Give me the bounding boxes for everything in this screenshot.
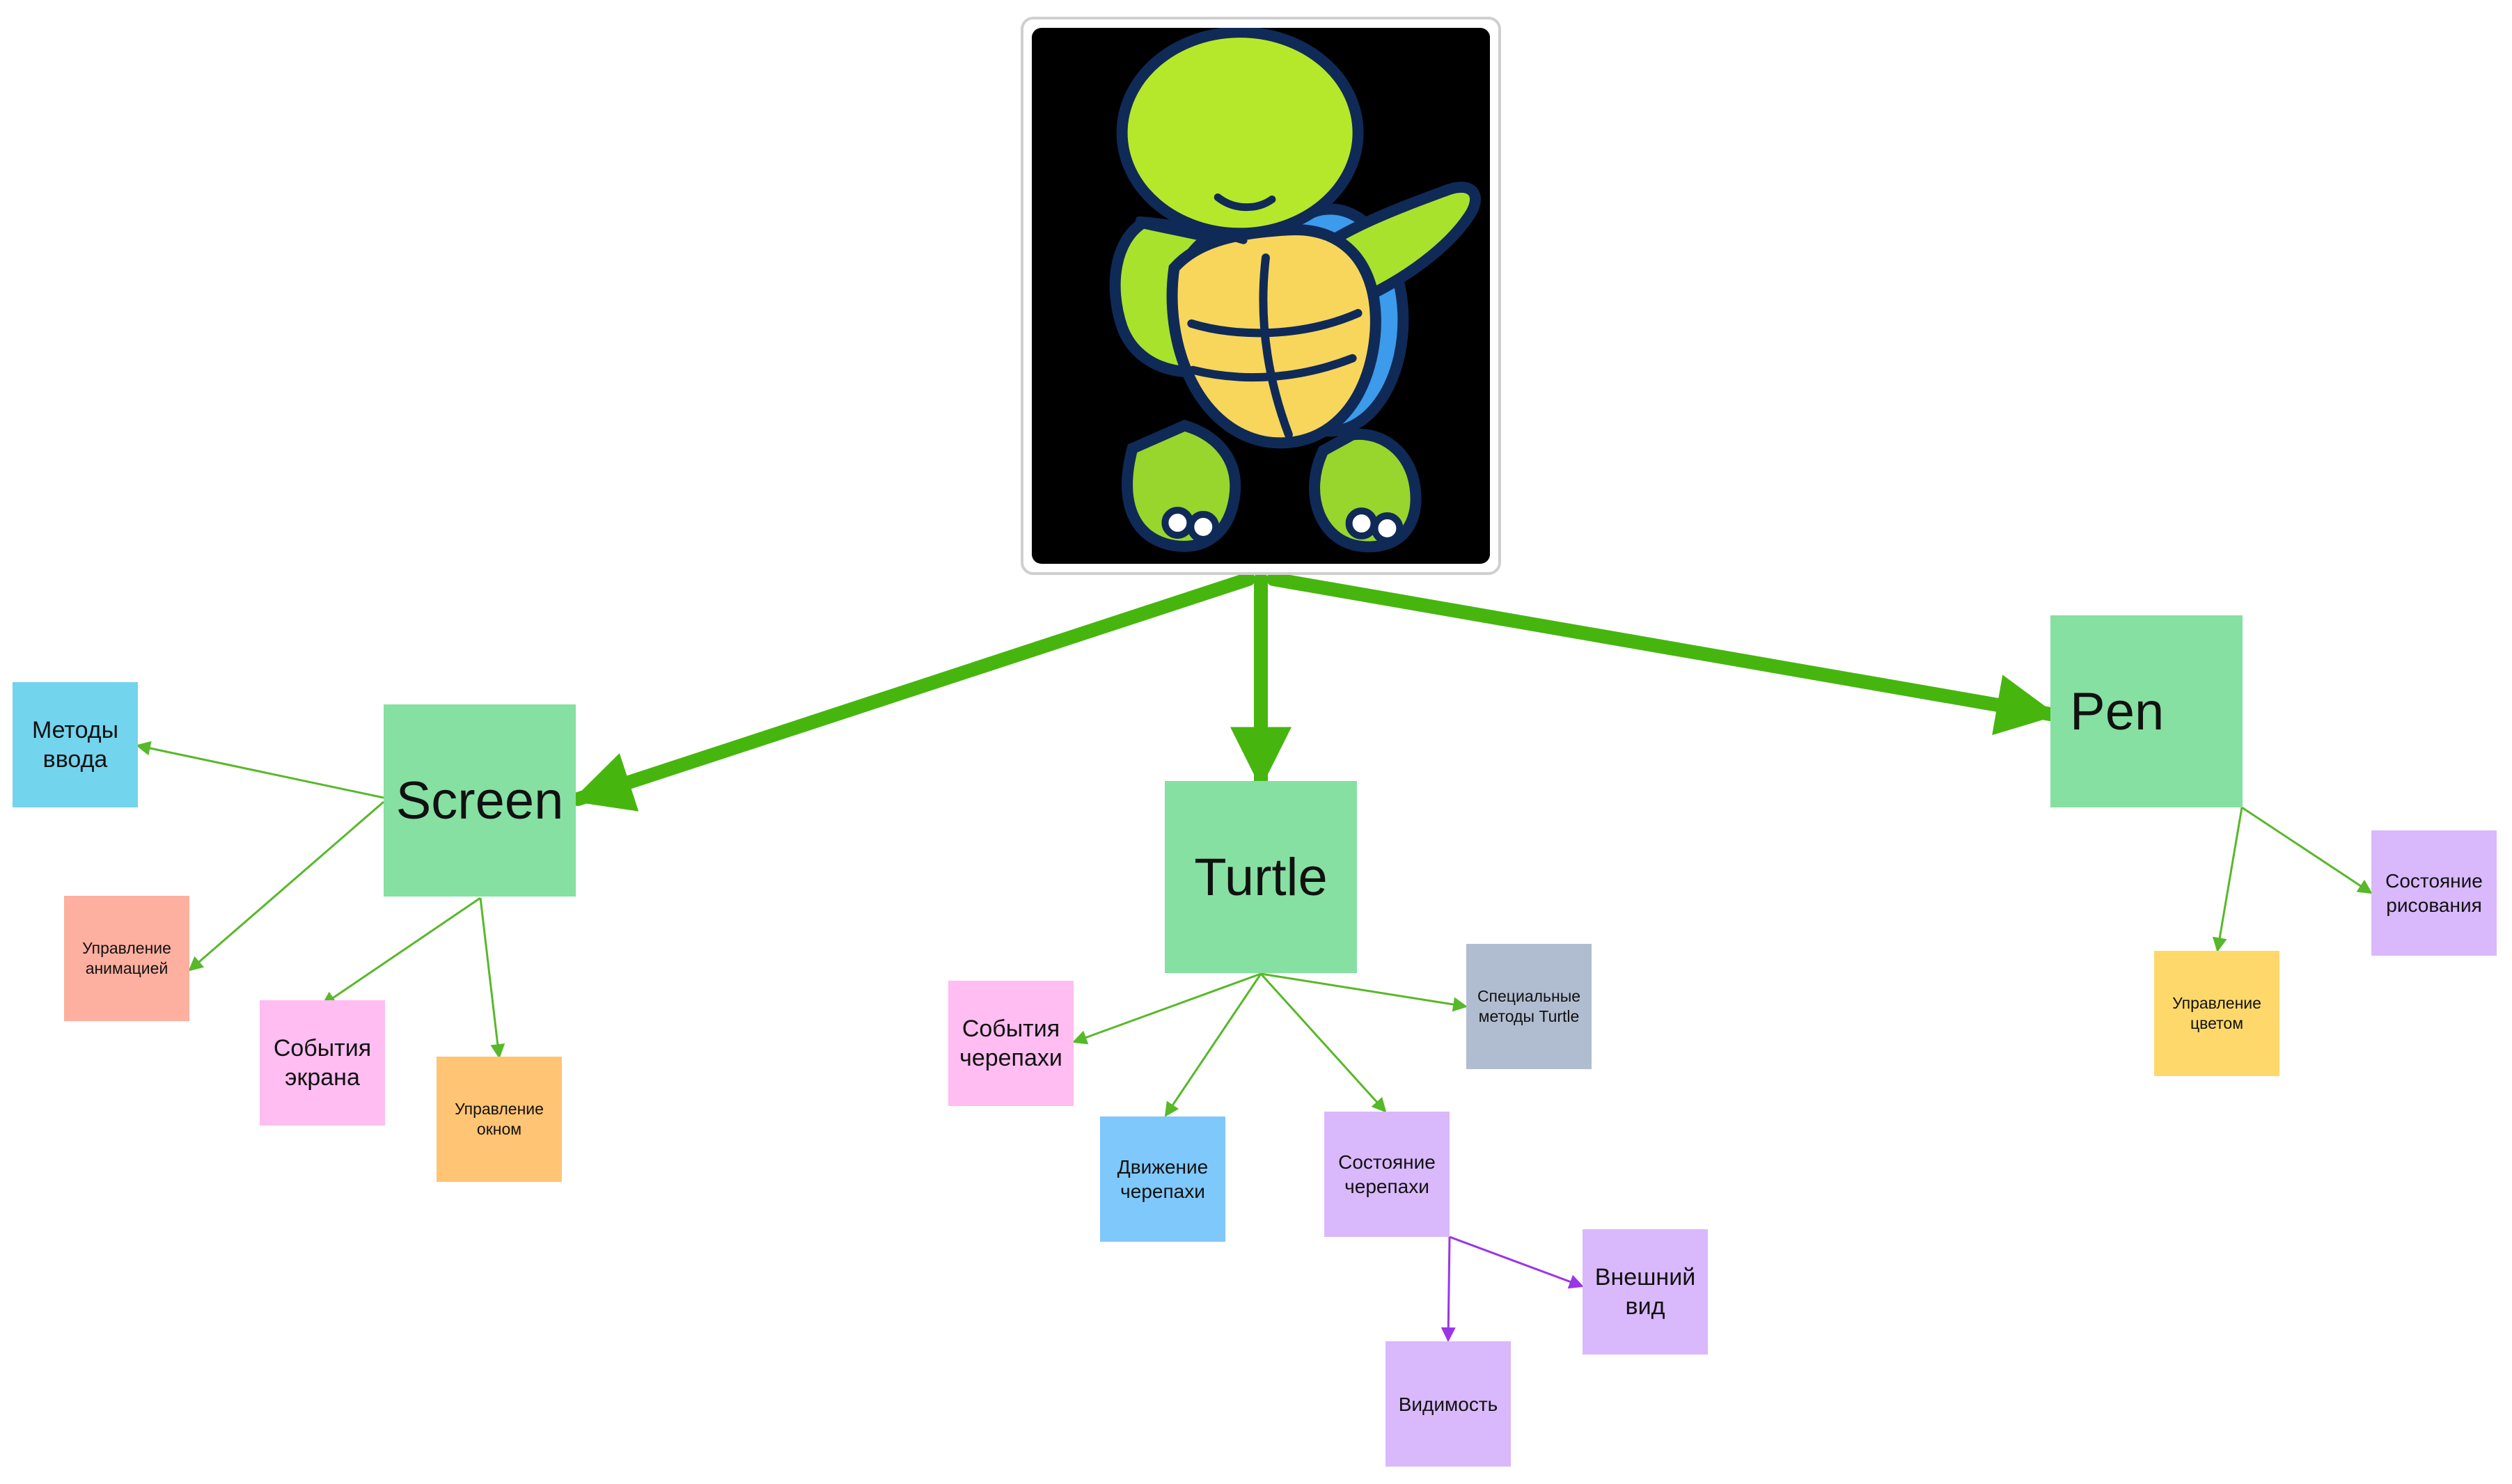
pen-node-label: Pen bbox=[2070, 681, 2165, 741]
turtle-state-note[interactable]: Состояние черепахи bbox=[1324, 1112, 1450, 1237]
special-methods-note[interactable]: Специальные методы Turtle bbox=[1466, 944, 1592, 1069]
color-control-note[interactable]: Управление цветом bbox=[2154, 951, 2279, 1076]
dabbing-turtle-illustration-icon bbox=[1032, 28, 1490, 564]
arrow-root-to-screen bbox=[570, 572, 1255, 812]
arrow-screen-to-window-control bbox=[479, 897, 505, 1059]
arrow-root-to-pen bbox=[1266, 572, 2058, 736]
window-control-label: Управление окном bbox=[455, 1100, 544, 1138]
window-control-note[interactable]: Управление окном bbox=[437, 1057, 562, 1182]
arrow-pen-to-color-control bbox=[2212, 807, 2243, 953]
arrow-turtle-to-turtle-state bbox=[1259, 972, 1387, 1113]
appearance-label: Внешний вид bbox=[1594, 1263, 1696, 1320]
color-control-label: Управление цветом bbox=[2172, 994, 2261, 1032]
special-methods-label: Специальные методы Turtle bbox=[1477, 987, 1581, 1025]
pen-node[interactable]: Pen bbox=[2050, 615, 2243, 807]
arrow-screen-to-screen-events bbox=[321, 897, 481, 1007]
arrow-pen-to-drawing-state bbox=[2241, 806, 2373, 894]
animation-control-note[interactable]: Управление анимацией bbox=[64, 896, 189, 1021]
arrow-turtle-to-turtle-motion bbox=[1164, 973, 1262, 1117]
turtle-events-note[interactable]: События черепахи bbox=[948, 981, 1074, 1106]
animation-control-label: Управление анимацией bbox=[82, 939, 171, 977]
drawing-state-label: Состояние рисования bbox=[2385, 870, 2483, 916]
arrow-screen-to-animation-control bbox=[188, 800, 384, 972]
appearance-note[interactable]: Внешний вид bbox=[1583, 1229, 1708, 1355]
arrow-turtle-to-turtle-events bbox=[1072, 972, 1262, 1045]
turtle-node[interactable]: Turtle bbox=[1165, 781, 1357, 973]
arrow-turtle-state-to-appearance bbox=[1449, 1236, 1584, 1289]
arrow-turtle-state-to-visibility bbox=[1441, 1236, 1456, 1343]
visibility-label: Видимость bbox=[1398, 1393, 1498, 1415]
arrow-screen-to-input-methods bbox=[135, 741, 384, 799]
screen-node-label: Screen bbox=[395, 771, 564, 830]
arrow-turtle-to-special-methods bbox=[1260, 972, 1468, 1012]
screen-node[interactable]: Screen bbox=[384, 704, 576, 897]
input-methods-label: Методы ввода bbox=[31, 716, 119, 773]
turtle-motion-label: Движение черепахи bbox=[1117, 1156, 1209, 1202]
turtle-motion-note[interactable]: Движение черепахи bbox=[1100, 1116, 1225, 1242]
turtle-events-label: События черепахи bbox=[959, 1015, 1062, 1072]
turtle-state-label: Состояние черепахи bbox=[1338, 1151, 1436, 1197]
turtle-image-card[interactable] bbox=[1021, 17, 1501, 575]
screen-events-label: События экрана bbox=[273, 1034, 372, 1091]
drawing-state-note[interactable]: Состояние рисования bbox=[2371, 830, 2497, 956]
input-methods-note[interactable]: Методы ввода bbox=[13, 682, 138, 807]
visibility-note[interactable]: Видимость bbox=[1385, 1341, 1511, 1467]
screen-events-note[interactable]: События экрана bbox=[260, 1000, 385, 1126]
turtle-node-label: Turtle bbox=[1194, 847, 1328, 907]
